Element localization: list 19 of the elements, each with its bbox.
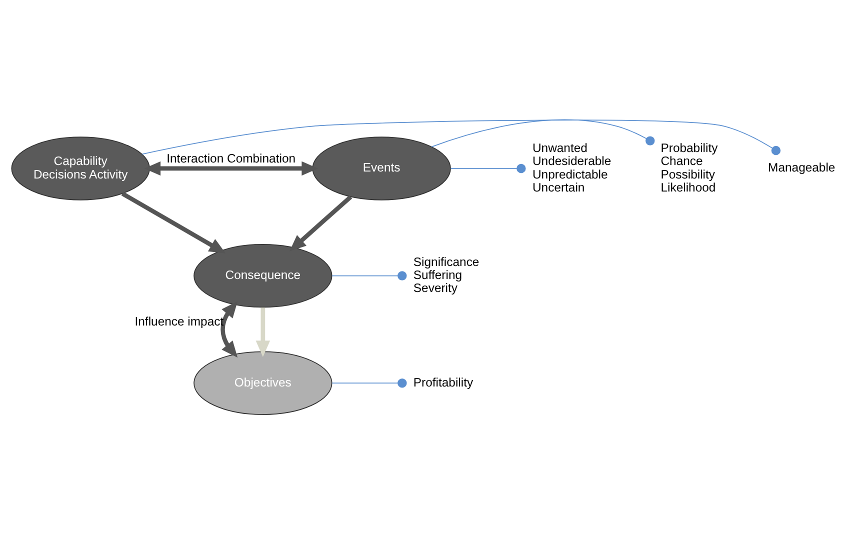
node-text: Significance Suffering Severity [413, 254, 480, 296]
connector [142, 120, 781, 156]
node-ellipse: Objectives [194, 351, 332, 415]
arrow [256, 307, 270, 357]
node-text: Unwanted Undesiderable Unpredictable Uncertain [532, 141, 612, 194]
arrow [290, 195, 352, 252]
node-text: Profitability [413, 375, 474, 390]
node-ellipse: Events [312, 136, 451, 200]
connector [332, 271, 407, 280]
edge-label: Interaction Combination [166, 152, 296, 166]
node-ellipse: Consequence [194, 244, 332, 308]
arrow [220, 301, 238, 358]
arrow [121, 192, 226, 254]
connector [332, 378, 407, 388]
node-ellipse: Capability Decisions Activity [11, 136, 150, 200]
connector [431, 119, 655, 148]
node-text: Manageable [768, 160, 836, 175]
connector [450, 164, 526, 174]
node-text: Probability Chance Possibility Likelihood [660, 141, 718, 194]
